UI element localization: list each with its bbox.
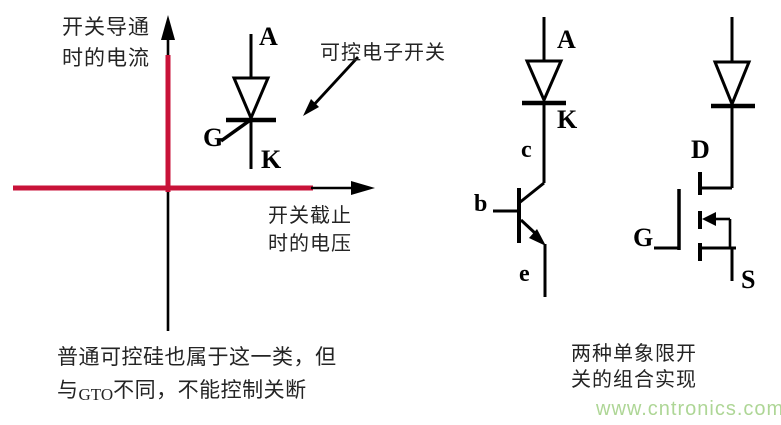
bjt-emitter-arrow-icon [529, 229, 546, 246]
mosfet-body-arrow-icon [702, 212, 716, 226]
caption-left-line1: 普通可控硅也属于这一类，但 [57, 346, 337, 369]
thyristor-triangle [231, 76, 271, 122]
bjt-collector-label: c [521, 137, 532, 163]
y-axis-arrow-icon [161, 15, 175, 40]
caption-right-line2: 关的组合实现 [571, 369, 697, 391]
bjt-collector-lead [518, 181, 545, 205]
mosfet-drain-label: D [691, 135, 710, 164]
annotation-arrow-icon [303, 56, 360, 116]
thyristor-cathode-label: K [261, 145, 282, 174]
annotation-label: 可控电子开关 [320, 42, 446, 64]
y-axis-label-line2: 时的电流 [62, 47, 150, 70]
bjt-branch-cathode-label: K [557, 105, 578, 134]
caption-left-gto: GTO [78, 385, 114, 404]
watermark: www.cntronics.com [596, 398, 781, 420]
x-axis-label: 开关截止时的电压 [268, 202, 352, 258]
bjt-base-label: b [474, 191, 488, 217]
mosfet-branch-diode-triangle [712, 60, 752, 108]
thyristor-gate-lead [219, 119, 251, 143]
caption-right-line1: 两种单象限开 [571, 343, 697, 365]
mosfet-gate-label: G [633, 223, 654, 252]
caption-left-line2: 与GTO不同，不能控制关断 [57, 379, 307, 404]
x-axis-label-line2: 时的电压 [268, 233, 352, 255]
caption-left-line2-prefix: 与 [57, 379, 79, 402]
thyristor-gate-label: G [203, 123, 224, 152]
bjt-emitter-label: e [519, 261, 530, 287]
diode-bjt-branch-icon [493, 17, 566, 297]
diode-mosfet-branch-icon [654, 17, 755, 281]
bjt-emitter-lead [519, 218, 538, 236]
y-axis-label-line1: 开关导通 [62, 16, 150, 39]
y-axis-label: 开关导通时的电流 [62, 12, 150, 74]
bjt-branch-diode-triangle [524, 59, 564, 104]
annotation-arrow-shaft [308, 56, 360, 110]
thyristor-symbol-icon [219, 34, 276, 169]
caption-left: 普通可控硅也属于这一类，但与GTO不同，不能控制关断 [57, 341, 337, 408]
x-axis-label-line1: 开关截止 [268, 205, 352, 227]
annotation-arrow-head [303, 99, 319, 116]
bjt-branch-anode-label: A [557, 25, 576, 54]
x-axis-arrow-icon [351, 181, 375, 195]
caption-left-line2-suffix: 不同，不能控制关断 [113, 379, 307, 402]
caption-right: 两种单象限开关的组合实现 [571, 341, 697, 393]
thyristor-anode-label: A [259, 22, 278, 51]
quadrant-axes [13, 15, 375, 331]
mosfet-source-label: S [741, 265, 756, 294]
